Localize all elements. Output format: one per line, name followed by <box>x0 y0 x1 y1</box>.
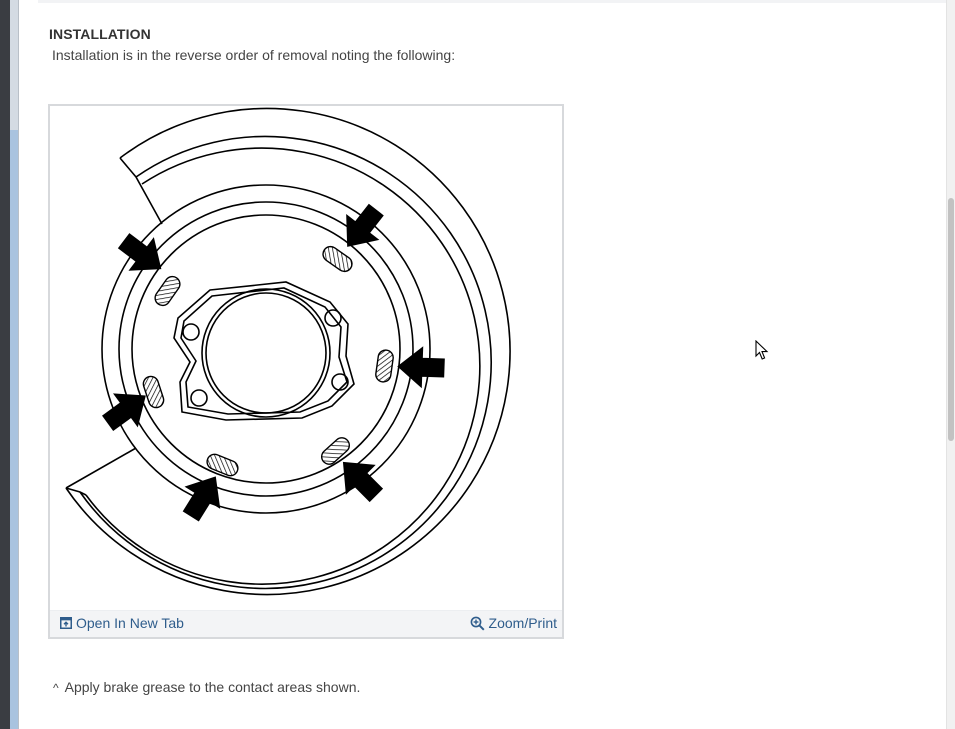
left-frame-edge <box>0 0 10 729</box>
scrollbar-thumb[interactable] <box>948 198 954 441</box>
document-content: INSTALLATION Installation is in the reve… <box>19 0 955 729</box>
left-divider <box>18 0 19 729</box>
note-marker: ^ <box>53 681 59 695</box>
open-in-new-tab-link[interactable]: Open In New Tab <box>60 615 184 631</box>
open-new-tab-icon <box>60 617 72 629</box>
note-text: Apply brake grease to the contact areas … <box>64 679 361 695</box>
figure-toolbar: Open In New Tab Zoom/Print <box>50 610 562 637</box>
zoom-print-link[interactable]: Zoom/Print <box>470 615 557 631</box>
intro-text: Installation is in the reverse order of … <box>52 47 456 63</box>
zoom-in-icon <box>470 616 485 631</box>
zoom-print-label: Zoom/Print <box>488 615 557 631</box>
content-top-edge <box>38 0 955 3</box>
figure-card: Open In New Tab Zoom/Print <box>48 104 564 639</box>
section-heading: INSTALLATION <box>49 26 151 42</box>
brake-backing-plate-illustration <box>50 106 562 610</box>
note-line: ^ Apply brake grease to the contact areas… <box>53 679 360 695</box>
mouse-pointer-icon <box>755 339 769 361</box>
open-in-new-tab-label: Open In New Tab <box>76 615 184 631</box>
left-sidebar-strip <box>10 0 18 729</box>
